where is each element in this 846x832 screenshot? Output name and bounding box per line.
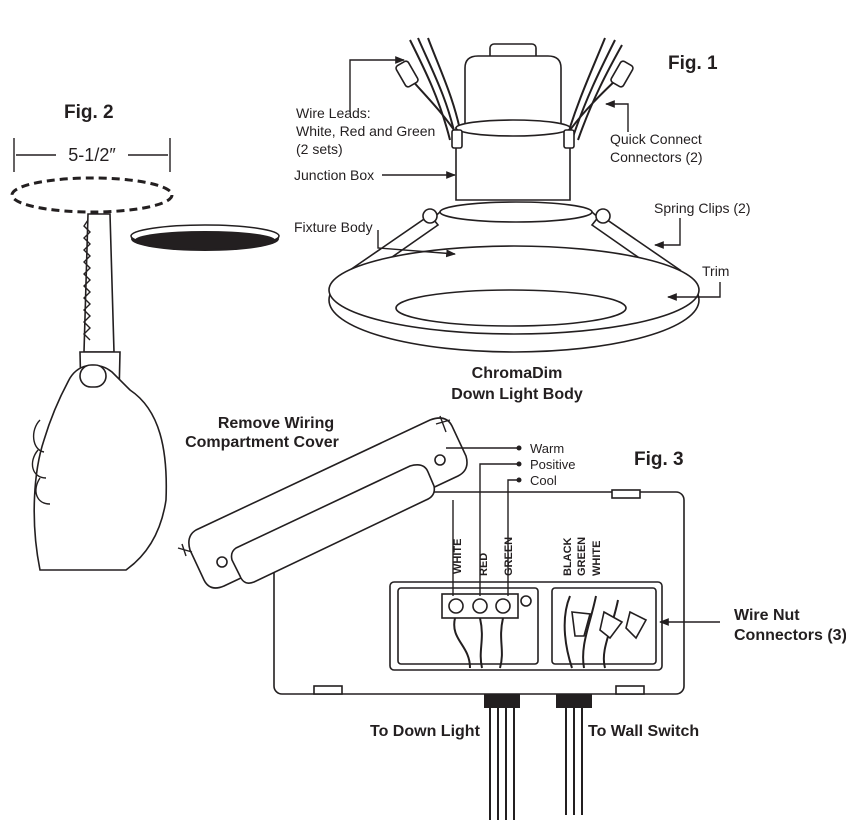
- fig1-leaders: [349, 56, 721, 301]
- wire-label-red: RED: [478, 553, 490, 576]
- wire-label-white-right: WHITE: [591, 541, 603, 576]
- junction-box-label: Junction Box: [294, 167, 374, 183]
- wire-nut-label-line1: Wire Nut: [734, 607, 800, 624]
- wire-label-white-left: WHITE: [452, 539, 464, 574]
- quick-connect-label-line2: Connectors (2): [610, 149, 703, 165]
- fig3-title: Fig. 3: [634, 449, 684, 470]
- wire-label-green-left: GREEN: [503, 537, 515, 576]
- fig1-caption-line1: ChromaDim: [472, 365, 563, 382]
- remove-cover-label-line2: Compartment Cover: [185, 434, 339, 451]
- fig1-down-light-drawing: [328, 37, 700, 353]
- terminal-cool-label: Cool: [530, 473, 557, 488]
- wire-leads-label-line2: White, Red and Green: [296, 123, 435, 139]
- to-down-light-label: To Down Light: [370, 723, 481, 740]
- terminal-warm-label: Warm: [530, 441, 564, 456]
- quick-connect-label-line1: Quick Connect: [610, 131, 702, 147]
- terminal-positive-label: Positive: [530, 457, 576, 472]
- wire-leads-label-line1: Wire Leads:: [296, 105, 371, 121]
- fixture-body-label: Fixture Body: [294, 219, 373, 235]
- remove-cover-label-line1: Remove Wiring: [218, 415, 334, 432]
- wire-label-black: BLACK: [562, 537, 574, 576]
- fig2-title: Fig. 2: [64, 102, 114, 123]
- wire-leads-label-line3: (2 sets): [296, 141, 343, 157]
- fig1-title: Fig. 1: [668, 53, 718, 74]
- trim-label: Trim: [702, 263, 729, 279]
- wire-nut-label-line2: Connectors (3): [734, 627, 846, 644]
- to-wall-switch-label: To Wall Switch: [588, 723, 699, 740]
- fig3-compartment-drawing: [177, 415, 720, 820]
- fig2-dimension-label: 5-1/2″: [68, 145, 116, 165]
- spring-clips-label: Spring Clips (2): [654, 200, 750, 216]
- fig2-cut-drawing: [10, 138, 280, 571]
- wire-label-green-right: GREEN: [576, 537, 588, 576]
- fig1-caption-line2: Down Light Body: [451, 386, 583, 403]
